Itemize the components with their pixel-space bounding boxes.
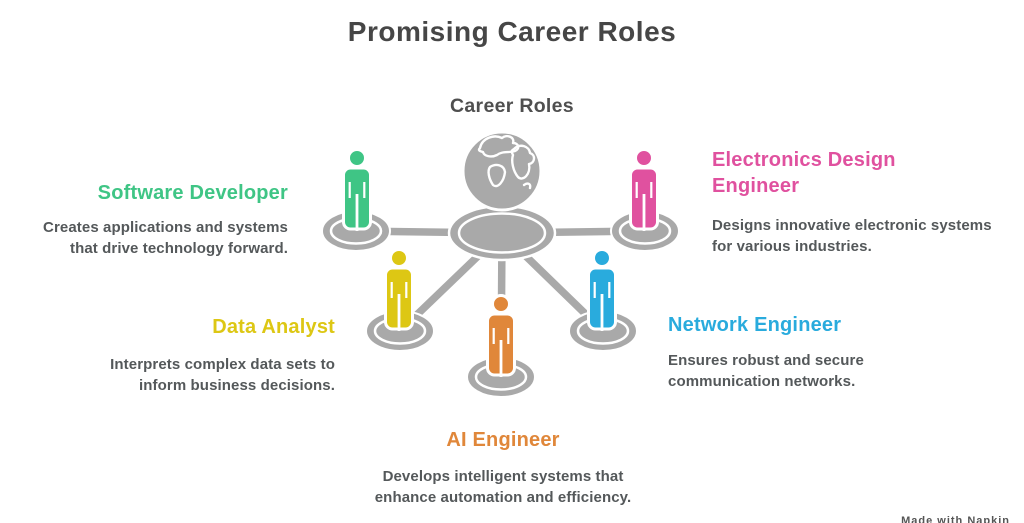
role-block-network-engineer: Network Engineer Ensures robust and secu… <box>668 312 888 392</box>
role-title-software-developer: Software Developer <box>97 182 288 204</box>
role-block-ai-engineer: AI Engineer Develops intelligent systems… <box>363 427 643 508</box>
watermark: Made with Napkin <box>901 515 1010 523</box>
role-block-data-analyst: Data Analyst Interprets complex data set… <box>55 314 335 396</box>
role-title-network-engineer: Network Engineer <box>668 314 842 336</box>
person-icon-software-developer <box>342 148 372 233</box>
role-title-data-analyst: Data Analyst <box>212 316 335 338</box>
role-description-electronics-design-engineer: Designs innovative electronic systems fo… <box>712 217 992 255</box>
role-block-software-developer: Software Developer Creates applications … <box>20 180 288 259</box>
role-block-electronics-design-engineer: Electronics Design Engineer Designs inno… <box>712 147 1012 257</box>
person-icon-ai-engineer <box>486 294 516 379</box>
hub-label: Career Roles <box>450 95 574 117</box>
role-description-data-analyst: Interprets complex data sets to inform b… <box>110 356 335 394</box>
hub-base-ellipse <box>447 204 557 262</box>
globe-icon <box>461 130 543 212</box>
person-icon-data-analyst <box>384 248 414 333</box>
person-icon-electronics-design-engineer <box>629 148 659 233</box>
person-icon-network-engineer <box>587 248 617 333</box>
role-title-ai-engineer: AI Engineer <box>446 429 560 451</box>
page-title: Promising Career Roles <box>347 16 677 47</box>
role-description-software-developer: Creates applications and systems that dr… <box>43 219 288 257</box>
role-description-ai-engineer: Develops intelligent systems that enhanc… <box>374 468 632 506</box>
role-title-electronics-design-engineer: Electronics Design Engineer <box>712 149 896 197</box>
role-description-network-engineer: Ensures robust and secure communication … <box>668 352 864 390</box>
